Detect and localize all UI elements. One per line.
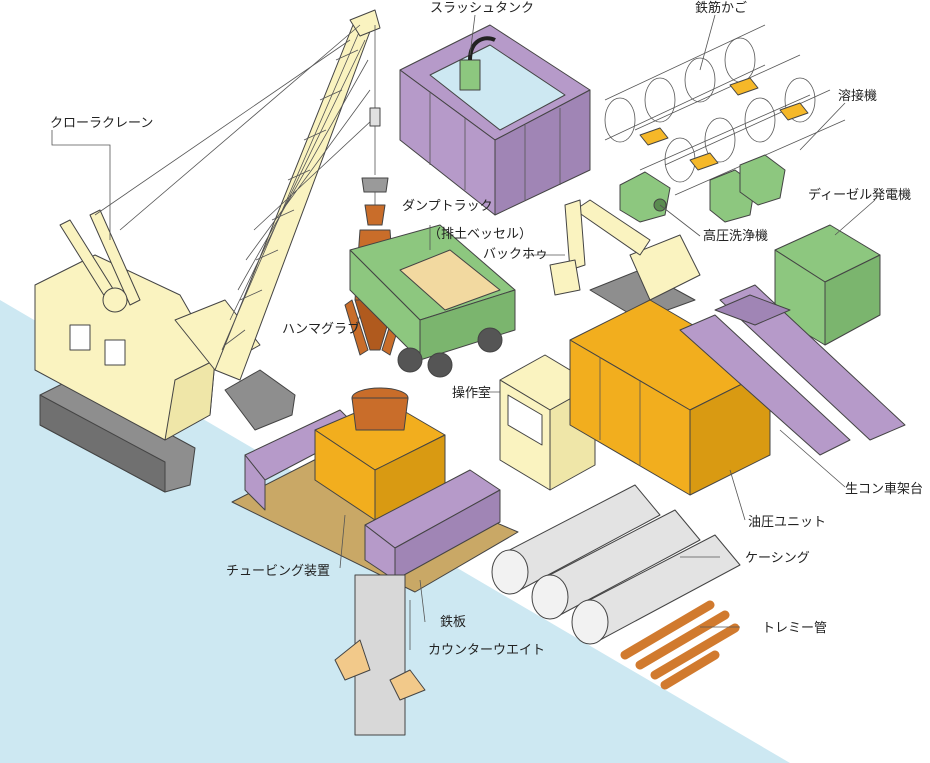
label-tubing-device: チュービング装置 (226, 564, 330, 579)
rebar-cage (604, 24, 846, 196)
dump-truck (349, 224, 516, 378)
concrete-truck-ramp (679, 284, 906, 456)
counterweight (364, 469, 501, 581)
label-hammer-grab: ハンマグラブ (282, 321, 360, 337)
label-steel-plate: 鉄板 (440, 615, 466, 630)
label-diesel-generator: ディーゼル発電機 (808, 187, 911, 203)
tremie-pipe (620, 600, 740, 690)
crawler-crane (34, 9, 389, 493)
label-high-pressure-washer: 高圧洗浄機 (703, 228, 768, 244)
slush-tank (399, 24, 591, 216)
leader-lines (51, 14, 876, 650)
label-dump-truck-note: （排土ベッセル） (428, 227, 532, 242)
label-counterweight: カウンターウエイト (428, 643, 545, 658)
casing-underground (334, 574, 426, 736)
casing-pipes (491, 484, 741, 645)
hydraulic-unit (569, 299, 771, 496)
welder (709, 154, 786, 223)
label-concrete-truck-ramp: 生コン車架台 (845, 482, 923, 497)
backhoe (549, 199, 701, 321)
label-crawler-crane: クローラクレーン (50, 116, 153, 131)
label-slush-tank: スラッシュタンク (430, 1, 534, 16)
high-pressure-washer (619, 171, 671, 223)
label-rebar-cage: 鉄筋かご (695, 0, 747, 16)
label-backhoe: バックホゥ (483, 247, 548, 262)
labels: クローラクレーン スラッシュタンク 鉄筋かご 溶接機 ダンプトラック （排土ベッ… (50, 0, 923, 658)
label-dump-truck: ダンプトラック (402, 199, 493, 214)
label-casing: ケーシング (745, 551, 810, 566)
label-control-room: 操作室 (452, 385, 491, 401)
label-welder: 溶接機 (838, 88, 877, 104)
tubing-device (244, 387, 446, 521)
label-hydraulic-unit: 油圧ユニット (748, 515, 826, 530)
label-tremie-pipe: トレミー管 (762, 621, 827, 636)
